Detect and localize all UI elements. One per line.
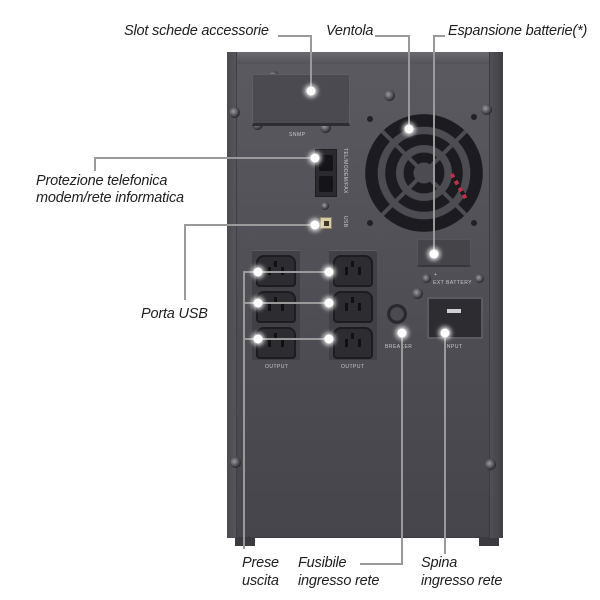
screw-icon	[481, 104, 492, 115]
chassis-foot	[235, 538, 255, 546]
label-input-plug-1: Spina	[421, 555, 458, 571]
callout-dot-battery	[429, 249, 439, 259]
label-slot-accessories: Slot schede accessorie	[124, 23, 269, 39]
ground-screw-icon	[321, 202, 329, 210]
screw-icon	[229, 107, 240, 118]
callout-line-input	[444, 334, 446, 554]
callout-line-phone	[94, 157, 314, 159]
callout-line-outlets	[243, 302, 329, 304]
chassis-left-bevel	[227, 52, 237, 538]
label-fuse-1: Fusibile	[298, 555, 347, 571]
output-right-label: OUTPUT	[341, 364, 365, 370]
usb-label: USB	[342, 216, 348, 228]
breaker-fuse	[387, 304, 407, 324]
label-phone-protection-2: modem/rete informatica	[36, 190, 184, 206]
rj-port-in	[319, 155, 333, 171]
mount-hole	[471, 220, 477, 226]
ext-battery-plus: +	[434, 272, 438, 278]
battery-expansion-plate	[417, 239, 471, 267]
callout-line-phone	[94, 157, 96, 171]
callout-line-usb	[184, 224, 315, 226]
screw-icon	[230, 457, 241, 468]
callout-dot-outlet	[324, 298, 334, 308]
label-input-plug-2: ingresso rete	[421, 573, 503, 589]
snmp-label: SNMP	[289, 132, 306, 138]
ups-chassis: SNMP TEL/MODEM/FAX USB + EXT BATTERY OU	[227, 52, 503, 546]
chassis-right-bevel	[489, 52, 503, 538]
rj-port-out	[319, 176, 333, 192]
ac-input-socket	[427, 297, 483, 339]
screw-icon	[485, 459, 496, 470]
label-battery-expansion: Espansione batterie(*)	[448, 23, 588, 39]
screw-icon	[384, 90, 395, 101]
snmp-accessory-slot	[252, 74, 350, 126]
callout-line-battery	[433, 35, 445, 37]
iec-outlet	[333, 291, 373, 323]
callout-line-fuse	[360, 563, 403, 565]
callout-dot-outlet	[324, 334, 334, 344]
callout-line-outlets	[243, 271, 245, 549]
label-fan: Ventola	[326, 23, 374, 39]
battery-terminal-icon	[422, 274, 431, 283]
mount-hole	[367, 220, 373, 226]
mount-hole	[367, 116, 373, 122]
label-outlets-2: uscita	[242, 573, 279, 589]
callout-line-usb	[184, 224, 186, 300]
label-usb-port: Porta USB	[141, 306, 208, 322]
screw-icon	[320, 122, 331, 133]
callout-dot-fan	[404, 124, 414, 134]
tel-modem-fax-label: TEL/MODEM/FAX	[342, 148, 348, 194]
iec-outlet	[256, 327, 296, 359]
callout-dot-outlet	[324, 267, 334, 277]
usb-b-port	[320, 217, 332, 229]
callout-line-slot	[278, 35, 311, 37]
callout-dot-input	[440, 328, 450, 338]
chassis-foot	[479, 538, 499, 546]
callout-dot-outlet	[253, 334, 263, 344]
input-label: INPUT	[445, 344, 463, 350]
callout-line-fan	[408, 35, 410, 128]
output-outlets-right	[329, 250, 377, 360]
callout-line-outlets	[243, 338, 329, 340]
iec-outlet	[333, 255, 373, 287]
callout-line-outlets	[243, 271, 329, 273]
callout-dot-outlet	[253, 267, 263, 277]
chassis-top-bevel	[227, 52, 503, 64]
fan-wire	[449, 173, 469, 201]
ext-battery-label: EXT BATTERY	[433, 280, 473, 286]
callout-dot-slot	[306, 86, 316, 96]
callout-line-fan	[375, 35, 409, 37]
screw-icon	[412, 288, 423, 299]
callout-line-battery	[433, 35, 435, 253]
callout-dot-outlet	[253, 298, 263, 308]
label-outlets-1: Prese	[242, 555, 279, 571]
callout-dot-fuse	[397, 328, 407, 338]
callout-dot-phone	[310, 153, 320, 163]
output-left-label: OUTPUT	[265, 364, 289, 370]
callout-dot-usb	[310, 220, 320, 230]
iec-outlet	[256, 291, 296, 323]
fan-grille	[365, 114, 483, 232]
battery-terminal-icon	[475, 274, 484, 283]
label-phone-protection-1: Protezione telefonica	[36, 173, 168, 189]
mount-hole	[471, 114, 477, 120]
breaker-label: BREAKER	[385, 344, 413, 350]
tel-modem-fax-ports	[315, 149, 337, 197]
iec-outlet	[333, 327, 373, 359]
callout-line-slot	[310, 35, 312, 90]
label-fuse-2: ingresso rete	[298, 573, 380, 589]
callout-line-fuse	[401, 334, 403, 565]
